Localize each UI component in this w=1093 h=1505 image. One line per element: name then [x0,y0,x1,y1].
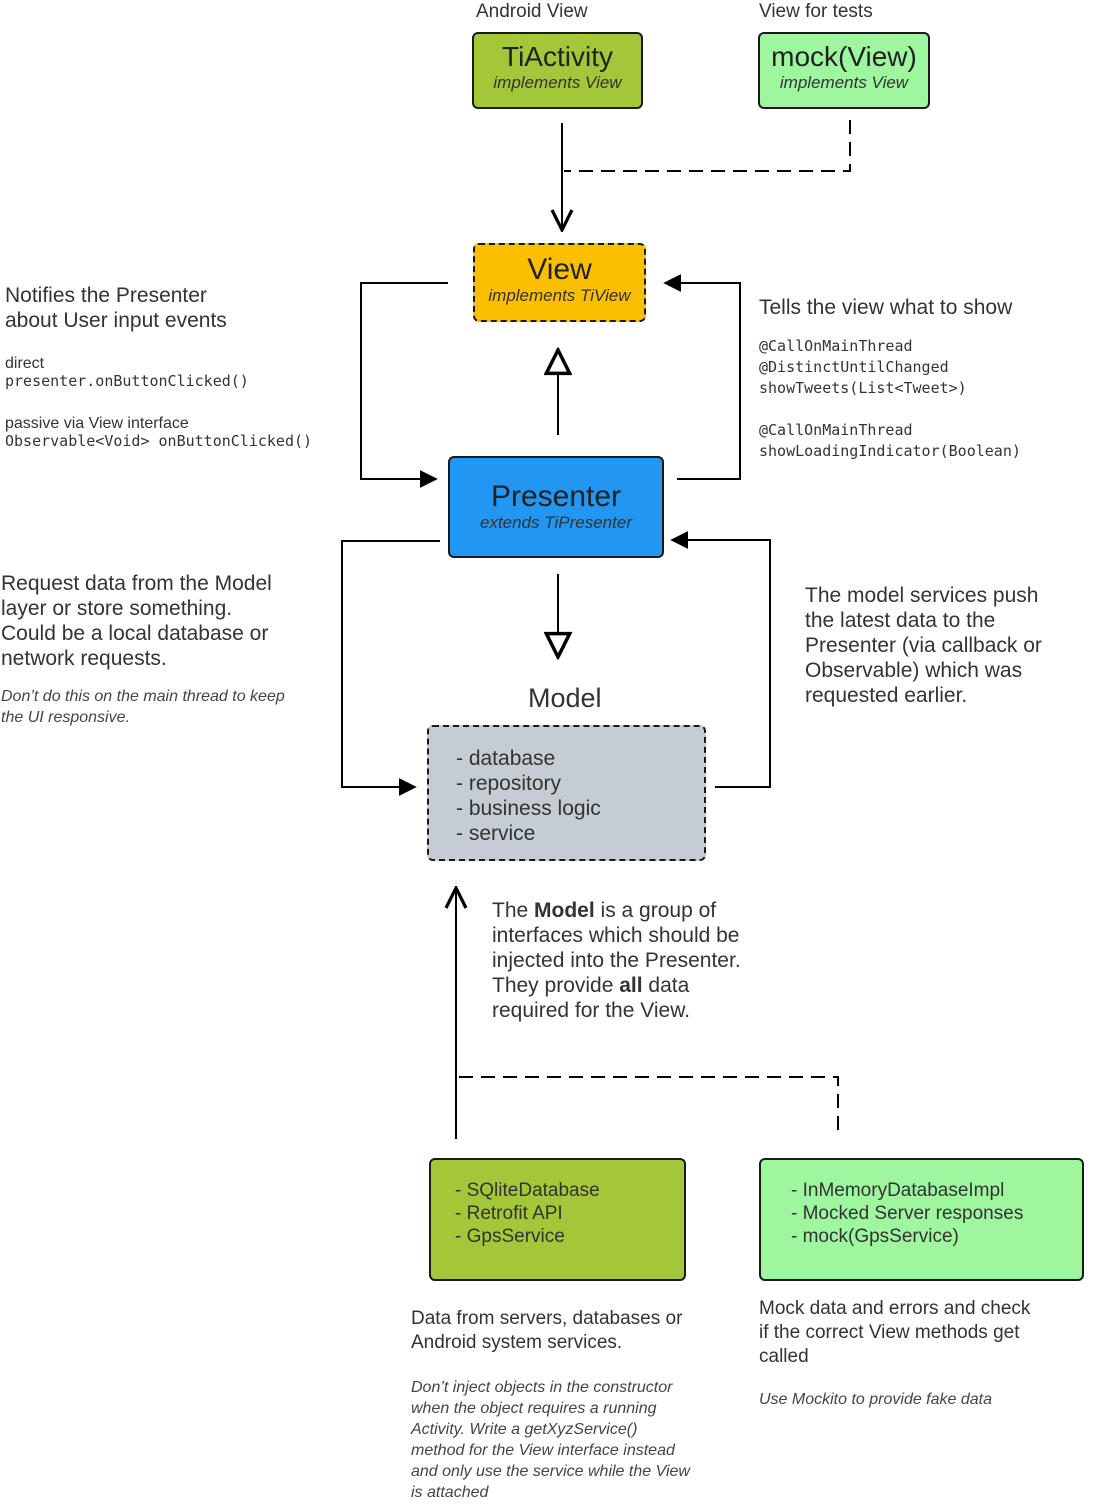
push-text-line: The model services push [805,584,1039,607]
push-text-line: Observable) which was [805,659,1023,682]
model-item: - business logic [456,797,601,820]
tells-code-block-1: @CallOnMainThread @DistinctUntilChanged … [759,336,1021,399]
desc-text: interfaces which should be [492,924,740,947]
note-line: is attached [411,1484,489,1501]
tells-annotation: Tells the view what to show @CallOnMainT… [759,295,1021,462]
desc-text: injected into the Presenter. [492,949,741,972]
model-items: - database - repository - business logic… [429,727,704,846]
model-item: - database [456,747,556,770]
view-sub: implements TiView [488,286,631,305]
push-text-line: requested earlier. [805,684,968,707]
presenter-title: Presenter [490,480,622,513]
desc-text: is a group of [594,899,717,922]
mock-impl-annotation: Mock data and errors and check if the co… [759,1297,1030,1410]
code-line: @DistinctUntilChanged [759,358,949,376]
model-item: - service [456,822,536,845]
desc-text: data [642,974,690,997]
request-text-line: Request data from the Model [1,572,272,595]
code-line: @CallOnMainThread [759,421,913,439]
mock-impl-item: - InMemoryDatabaseImpl [791,1180,1005,1201]
push-text-line: the latest data to the [805,609,996,632]
real-impl-text-line: Data from servers, databases or [411,1308,683,1329]
note-line: when the object requires a running [411,1400,657,1417]
notify-annotation: Notifies the Presenter about User input … [5,283,312,451]
notify-heading: about User input events [5,309,227,332]
request-text-line: network requests. [1,647,167,670]
mock-impl-note: Use Mockito to provide fake data [759,1391,993,1408]
android-view-label: Android View [476,1,588,22]
ti-activity-title: TiActivity [502,41,613,72]
arrow-presenter-to-view [663,274,741,480]
presenter-box: Presenter extends TiPresenter [448,456,664,558]
code-line: showLoadingIndicator(Boolean) [759,442,1021,460]
request-note-line: Don’t do this on the main thread to keep [1,688,285,705]
passive-code: Observable<Void> onButtonClicked() [5,432,313,450]
mock-impl-text-line: called [759,1346,809,1367]
model-description: The Model is a group of interfaces which… [492,898,741,1023]
arrow-view-to-presenter [360,282,448,488]
request-text-line: layer or store something. [1,597,233,620]
mock-view-box: mock(View) implements View [758,32,930,109]
dashed-mock-view-link [564,120,851,172]
desc-text: They provide [492,974,620,997]
request-note-line: the UI responsive. [1,709,130,726]
direct-label: direct [5,355,45,372]
notify-heading: Notifies the Presenter [5,284,207,307]
tells-heading: Tells the view what to show [759,296,1013,319]
mock-view-title: mock(View) [771,41,917,72]
model-box: - database - repository - business logic… [427,725,706,861]
desc-bold-all: all [619,974,643,997]
push-annotation: The model services push the latest data … [805,583,1042,708]
mock-impl-text-line: Mock data and errors and check [759,1298,1031,1319]
desc-bold-model: Model [534,899,595,922]
mock-impl-item: - Mocked Server responses [791,1203,1024,1224]
presenter-sub: extends TiPresenter [480,513,632,532]
model-label: Model [528,683,602,713]
real-impl-item: - Retrofit API [455,1203,563,1224]
desc-text: The [492,899,535,922]
view-title: View [527,253,592,286]
ti-activity-sub: implements View [493,72,622,92]
view-box: View implements TiView [473,243,646,322]
view-for-tests-label: View for tests [759,1,873,22]
real-impl-item: - SQliteDatabase [455,1180,600,1201]
real-impl-text-line: Android system services. [411,1332,623,1353]
mock-view-sub: implements View [779,72,909,92]
dashed-mock-impl-link [458,1076,839,1130]
request-annotation: Request data from the Model layer or sto… [1,571,285,728]
mock-impl-text-line: if the correct View methods get [759,1322,1020,1343]
code-line: showTweets(List<Tweet>) [759,379,967,397]
real-implementation-box: - SQliteDatabase - Retrofit API - GpsSer… [429,1158,686,1281]
direct-code: presenter.onButtonClicked() [5,372,249,390]
model-item: - repository [456,772,562,795]
mock-impl-item: - mock(GpsService) [791,1226,959,1247]
real-impl-note: Don’t inject objects in the constructor … [411,1377,690,1503]
passive-label: passive via View interface [5,415,189,432]
real-impl-item: - GpsService [455,1226,565,1247]
note-line: Activity. Write a getXyzService() [411,1421,638,1438]
real-impl-items: - SQliteDatabase - Retrofit API - GpsSer… [431,1160,684,1248]
desc-text: required for the View. [492,999,691,1022]
tells-code-block-2: @CallOnMainThread showLoadingIndicator(B… [759,420,1021,462]
mock-impl-items: - InMemoryDatabaseImpl - Mocked Server r… [761,1160,1082,1248]
note-line: and only use the service while the View [411,1463,690,1480]
mock-implementation-box: - InMemoryDatabaseImpl - Mocked Server r… [759,1158,1084,1281]
real-impl-annotation: Data from servers, databases or Android … [411,1307,690,1503]
note-line: method for the View interface instead [411,1442,675,1459]
ti-activity-box: TiActivity implements View [472,32,643,109]
arrow-model-push-presenter [670,531,771,788]
push-text-line: Presenter (via callback or [805,634,1042,657]
code-line: @CallOnMainThread [759,337,913,355]
request-text-line: Could be a local database or [1,622,269,645]
arrow-presenter-request-model [341,540,440,796]
note-line: Don’t inject objects in the constructor [411,1379,673,1396]
